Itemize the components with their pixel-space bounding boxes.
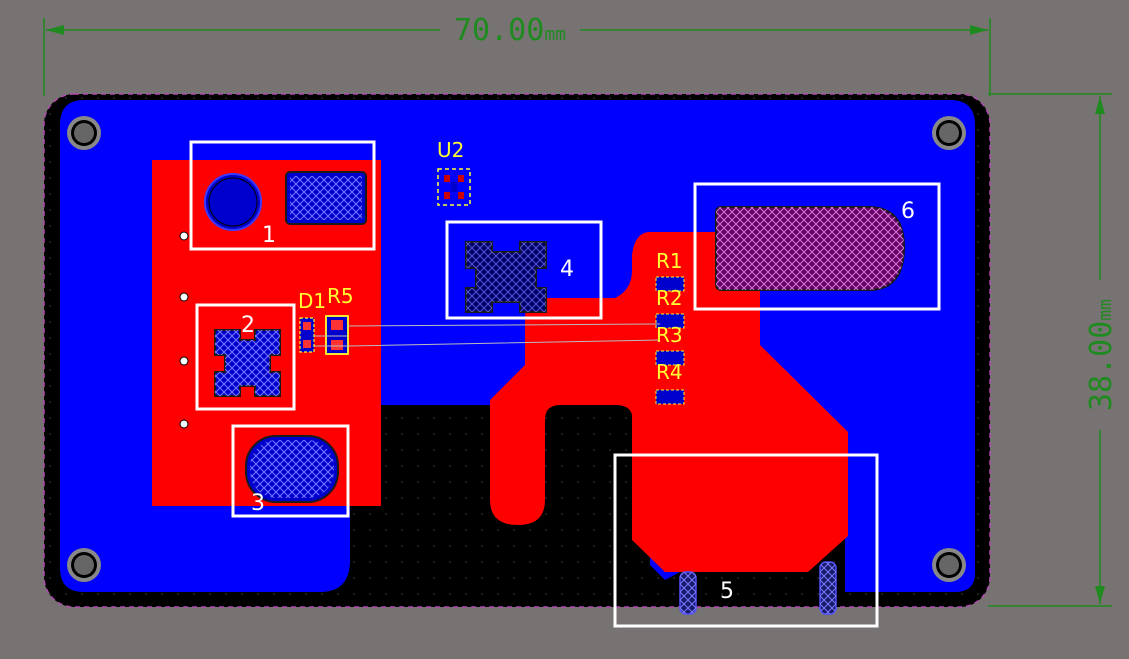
designator-r2: R2 (656, 286, 683, 310)
pad-round (204, 173, 262, 231)
designator-d1: D1 (298, 289, 326, 313)
annotation-label-2: 2 (241, 313, 255, 338)
dimension-width (43, 18, 991, 96)
annotation-label-3: 3 (251, 491, 265, 516)
annotation-label-6: 6 (901, 199, 915, 224)
annotation-box-2 (195, 303, 296, 411)
designator-r1: R1 (656, 249, 683, 273)
annotation-box-4 (445, 220, 603, 320)
designator-r4: R4 (656, 360, 683, 384)
annotation-label-1: 1 (262, 223, 276, 248)
designator-r3: R3 (656, 323, 683, 347)
annotation-box-1 (189, 140, 376, 251)
dimension-width-label: 70.00mm (454, 13, 566, 48)
mounting-hole-icon (932, 548, 966, 582)
mounting-hole-icon (67, 548, 101, 582)
designator-r5: R5 (327, 284, 354, 308)
dimension-height (988, 93, 1112, 607)
signal-traces (314, 323, 661, 347)
annotation-label-5: 5 (720, 579, 734, 604)
r1-r4-footprints (655, 276, 685, 405)
designator-u2: U2 (437, 138, 464, 162)
via-icons (179, 231, 189, 429)
annotation-box-3 (231, 424, 350, 518)
mounting-hole-icon (67, 116, 101, 150)
u2-footprint (437, 168, 471, 206)
annotation-box-5 (613, 453, 879, 628)
annotation-box-6 (693, 182, 941, 311)
mounting-hole-icon (932, 116, 966, 150)
annotation-label-4: 4 (560, 257, 574, 282)
dimension-height-label: 38.00mm (1084, 299, 1119, 411)
